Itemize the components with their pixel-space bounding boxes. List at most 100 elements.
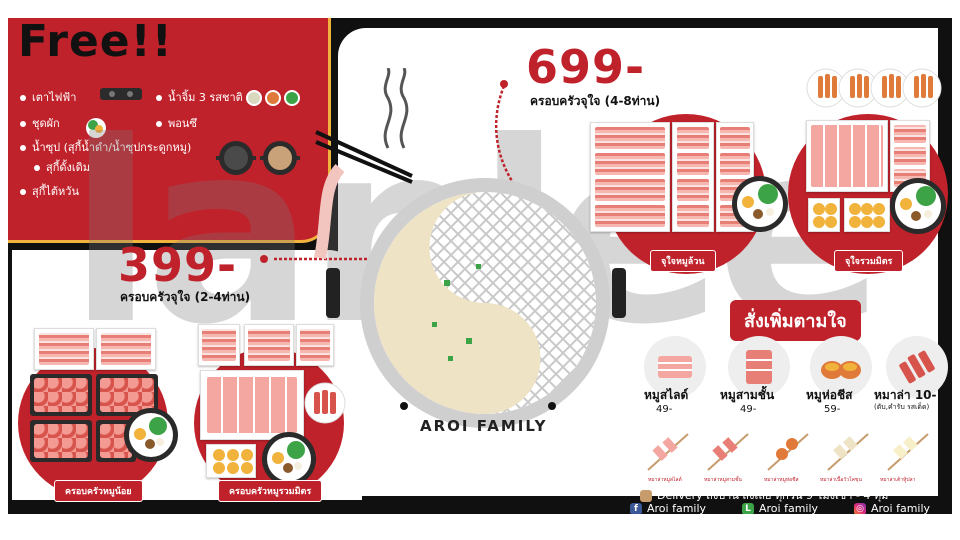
price-399-subtitle: ครอบครัวจุใจ (2-4ท่าน) — [120, 290, 251, 304]
tray — [34, 328, 94, 370]
addon-price-1: 49- — [656, 404, 673, 415]
minced-pork — [100, 378, 154, 412]
skewer-plate-icon — [304, 382, 346, 424]
tray — [30, 374, 92, 416]
soup-pots-icon — [216, 141, 300, 175]
pork-slice — [595, 179, 665, 201]
set-699-label-2: จุใจรวมมิตร — [834, 250, 904, 272]
pork-belly — [811, 125, 883, 187]
vegetable-bowl-icon — [86, 118, 106, 138]
addon-image-3 — [810, 336, 872, 398]
vegetable-bowl-icon — [262, 432, 316, 486]
addon-note-4: (ตับ,คำรับ รสเด็ด) — [874, 403, 930, 411]
chopsticks-icon — [314, 163, 345, 260]
addon-image-2 — [728, 336, 790, 398]
tray — [96, 328, 156, 370]
skewer-caption-1: หมาล่าหมูสไลด์ — [648, 477, 682, 483]
minced-pork — [34, 424, 88, 458]
skewer-plates-icon — [806, 68, 942, 108]
free-item-vegetables: ชุดผัก — [20, 114, 60, 132]
poster-frame: Free!! เตาไฟฟ้า ชุดผัก น้ำซุป (สุกี้น้ำด… — [8, 18, 952, 514]
vegetable-bowl-icon — [732, 176, 788, 232]
pork-slice — [595, 127, 665, 149]
pork-belly — [207, 377, 297, 433]
price-699-curve — [495, 80, 545, 217]
vegetable-bowl-icon — [124, 408, 178, 462]
sauce-dot-3 — [283, 90, 300, 106]
tray — [206, 444, 256, 478]
addon-image-1 — [644, 336, 706, 398]
facebook-icon: f — [630, 503, 642, 514]
set-399-label-2: ครอบครัวหมูรวมมิตร — [218, 480, 323, 502]
free-item-stove: เตาไฟฟ้า — [20, 88, 76, 106]
tray — [200, 370, 304, 440]
sauce-dot-1 — [245, 90, 262, 106]
set-699-label-1: จุใจหมูล้วน — [650, 250, 716, 272]
free-item-ponzu: พอนซึ — [156, 114, 197, 132]
free-item-suki-taiwan: สุกี้ไต้หวัน — [20, 182, 79, 200]
pork-slice — [101, 333, 151, 365]
tray — [808, 198, 840, 232]
tray — [296, 324, 334, 366]
pork-slice — [720, 127, 750, 149]
skewer-caption-5: หมาล่าเต้าหู้ปลา — [880, 477, 916, 483]
pork-slice — [595, 153, 665, 175]
pork-slice — [894, 125, 926, 143]
skewer-1-icon — [647, 433, 689, 471]
vegetable-bowl-icon — [890, 178, 946, 234]
free-box: Free!! เตาไฟฟ้า ชุดผัก น้ำซุป (สุกี้น้ำด… — [8, 18, 331, 243]
pork-slice — [677, 205, 709, 227]
addons-title: สั่งเพิ่มตามใจ — [730, 300, 861, 341]
free-item-suki-original: สุกี้ดั้งเดิม — [34, 158, 90, 176]
skewer-5-icon — [887, 433, 929, 471]
tray — [672, 122, 714, 232]
pork-slice — [677, 153, 709, 175]
mala-skewer-icon — [899, 350, 935, 384]
free-title: Free!! — [18, 18, 173, 67]
line-icon: L — [742, 503, 754, 514]
addon-name-2: หมูสามชั้น — [720, 388, 775, 402]
skewer-4-icon — [827, 433, 869, 471]
pork-slice — [720, 153, 750, 175]
addon-price-3: 59- — [824, 404, 841, 415]
free-item-sauce: น้ำจิ้ม 3 รสชาติ — [156, 88, 300, 106]
tray — [590, 122, 670, 232]
footer-instagram[interactable]: ◎Aroi family — [854, 502, 930, 514]
pork-belly-icon — [746, 350, 772, 384]
tray — [806, 120, 888, 192]
addon-name-1: หมูสไลด์ — [644, 388, 689, 402]
skewer-3-icon — [767, 433, 809, 471]
pork-slice — [39, 333, 89, 365]
addon-image-4 — [886, 336, 948, 398]
pot-brand: AROI FAMILY — [420, 417, 548, 435]
addon-name-3: หมูห่อชีส — [806, 388, 853, 402]
addon-name-4: หมาล่า 10- — [874, 388, 937, 402]
skewer-caption-2: หมาล่าหมูสามชั้น — [704, 477, 742, 483]
free-item-soup: น้ำซุป (สุกี้น้ำดำ/น้ำซุปกระดูกหมู) — [20, 138, 191, 156]
set-399-label-1: ครอบครัวหมูน้อย — [54, 480, 143, 502]
pork-slice — [202, 329, 236, 361]
hotpot-yin-yang — [374, 192, 596, 414]
pot-brand-dots — [400, 402, 556, 410]
skewer-2-icon — [707, 433, 749, 471]
pork-slice — [595, 205, 665, 227]
instagram-icon: ◎ — [854, 503, 866, 514]
cheese-balls-icon — [849, 203, 885, 228]
steam-icon — [383, 68, 409, 149]
tray — [30, 420, 92, 462]
tray — [244, 324, 294, 366]
price-699-subtitle: ครอบครัวจุใจ (4-8ท่าน) — [530, 94, 661, 108]
pork-slice — [677, 179, 709, 201]
delivery-box-icon — [640, 490, 652, 502]
hotpot — [314, 163, 610, 428]
skewer-caption-3: หมาล่าหมูห่อชีส — [764, 477, 799, 483]
pork-slice — [894, 147, 926, 165]
pork-slice — [677, 127, 709, 149]
price-699: 699- — [526, 40, 646, 94]
pork-slice — [300, 329, 330, 361]
cheese-pork-icon — [821, 361, 861, 379]
cheese-balls-icon — [813, 203, 837, 228]
